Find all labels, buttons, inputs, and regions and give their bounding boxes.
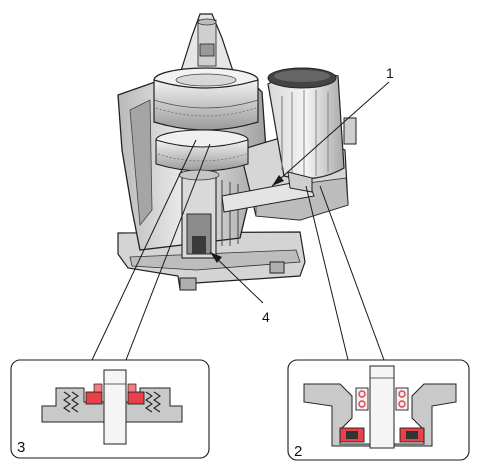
leader-arrow-1	[272, 175, 284, 186]
zoom-line-right-a	[305, 185, 349, 361]
separator-machine	[117, 13, 357, 291]
spring-left	[63, 391, 79, 413]
callout-4: 4	[262, 309, 270, 325]
shaft-left-detail	[103, 369, 127, 445]
shaft-right-detail	[369, 365, 395, 449]
electric-motor	[267, 67, 357, 193]
zoom-lines	[91, 139, 385, 361]
spindle-column	[178, 169, 239, 259]
panel-number-right: 2	[294, 443, 302, 460]
separator-bowl-upper	[153, 67, 259, 131]
panel-number-left: 3	[17, 439, 25, 456]
zoom-line-left-a	[91, 139, 197, 361]
detail-panel-left: 3	[10, 359, 210, 459]
callout-1: 1	[386, 65, 394, 81]
bearing-upper-detail	[355, 387, 409, 411]
detail-panel-right: 2	[287, 359, 470, 461]
zoom-line-right-b	[319, 185, 385, 361]
bearing-lower-detail	[339, 427, 425, 443]
separator-bowl-lower	[155, 129, 249, 172]
leader-arrow-4	[210, 252, 222, 263]
spring-right	[145, 391, 161, 413]
leader-line-1	[271, 81, 390, 187]
seal-left-detail	[85, 383, 145, 405]
zoom-line-left-b	[125, 143, 211, 361]
